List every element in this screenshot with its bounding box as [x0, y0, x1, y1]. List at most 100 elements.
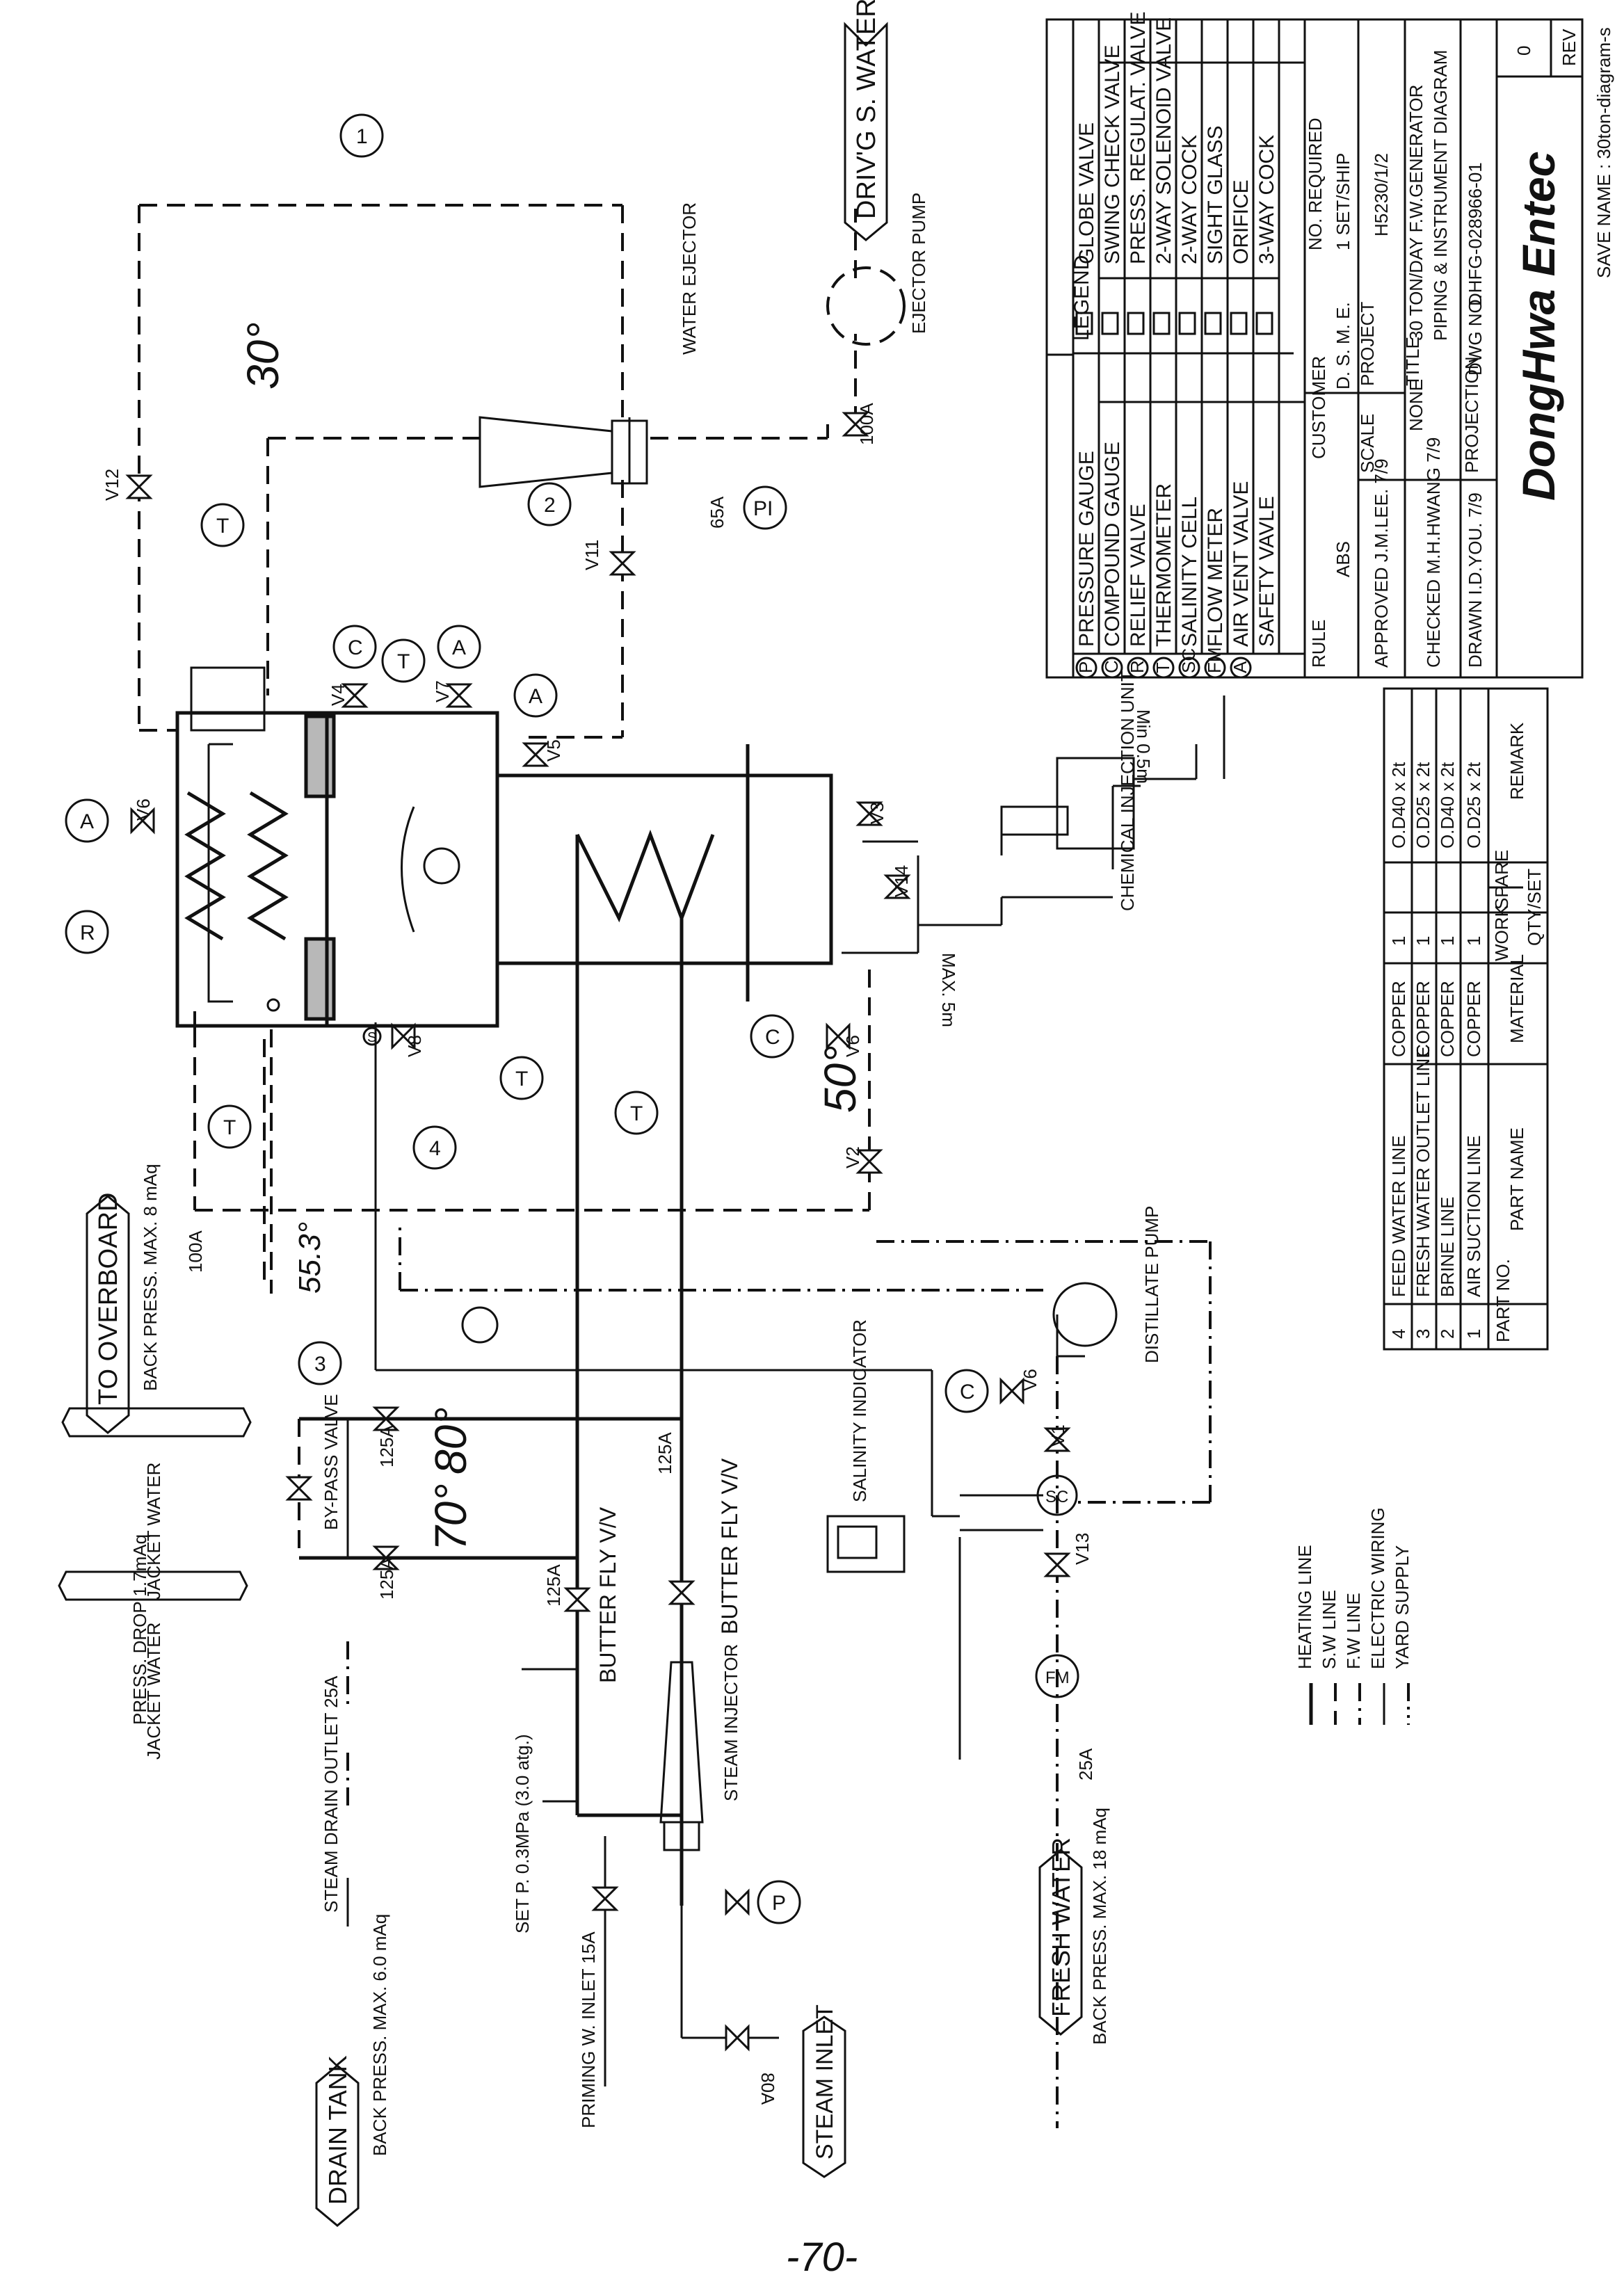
steam-injector: [659, 1661, 704, 1851]
rev-value: 0: [1513, 46, 1534, 56]
salinity-indicator-label: SALINITY INDICATOR: [849, 1319, 870, 1502]
compound-c1: [332, 625, 377, 669]
hw-50: 50°: [815, 1045, 865, 1113]
parts-row-material-2-group: COPPER: [1437, 981, 1458, 1057]
legend-left-item-4-group: SALINITY CELL: [1178, 497, 1201, 647]
steam-injector-group: STEAM INJECTOR: [721, 1644, 741, 1801]
butter2-group: BUTTER FLY V/V: [717, 1458, 742, 1634]
legend-symbol-text-0-group: P: [1075, 661, 1096, 673]
legend-symbol-text-5: FM: [1204, 647, 1225, 673]
parts-row-material-1: COPPER: [1413, 981, 1433, 1057]
legend-symbol-0: [1075, 657, 1098, 679]
parts-row-no-0-group: 4: [1388, 1329, 1409, 1339]
legend-right-item-4: 2-WAY COCK: [1178, 135, 1201, 264]
drivg-water-arrow: [844, 22, 888, 241]
to-overboard-arrow: [86, 1195, 130, 1434]
legend-symbol-5: [1204, 657, 1226, 679]
bypass-label: BY-PASS VALVE: [321, 1394, 341, 1530]
legend-valve-symbol-0: [1075, 312, 1093, 335]
fw-lines: [346, 1224, 1212, 2128]
legend-title-group: LEGEND: [1070, 255, 1093, 341]
parts-row-name-3: AIR SUCTION LINE: [1463, 1135, 1484, 1297]
priming-group: PRIMING W. INLET 15A: [578, 1931, 599, 2128]
legend-left-item-3-group: THERMOMETER: [1152, 483, 1175, 647]
scale-value-group: NONE: [1406, 379, 1426, 431]
valve-v13: [1043, 1552, 1071, 1577]
parts-row-remark-2: O.D40 x 2t: [1437, 762, 1458, 849]
checked-text: CHECKED M.H.HWANG 7/9: [1423, 437, 1444, 668]
legend-right-item-7: 3-WAY COCK: [1255, 135, 1278, 264]
customer-value-group: D. S. M. E.: [1333, 302, 1353, 389]
line-4-label: 4: [429, 1137, 441, 1160]
ejector-pump-group: EJECTOR PUMP: [908, 193, 929, 334]
line-type-legend: [1309, 1683, 1410, 1725]
to-overboard-label: TO OVERBOARD: [94, 1193, 123, 1405]
valve-v7: [445, 683, 473, 708]
rule-label: RULE: [1308, 620, 1329, 668]
valve-v14: [883, 874, 911, 899]
legend-symbol-text-4-group: SC: [1178, 648, 1199, 673]
valve-v6b: [826, 1022, 851, 1050]
sw-lines: [138, 204, 871, 1558]
valve-label-v2: V2: [842, 1146, 863, 1168]
valve-v11: [609, 551, 636, 576]
valve-v1: [1043, 1427, 1071, 1452]
parts-row-remark-0-group: O.D40 x 2t: [1388, 762, 1409, 849]
size-100a-2: 100A: [185, 1230, 206, 1273]
legend-right-item-4-group: 2-WAY COCK: [1178, 135, 1201, 264]
legend-right-item-7-group: 3-WAY COCK: [1255, 135, 1278, 264]
parts-row-remark-1-group: O.D25 x 2t: [1413, 762, 1433, 849]
legend-left-item-5: FLOW METER: [1204, 508, 1227, 647]
legend-right-item-3-group: 2-WAY SOLENOID VALVE: [1152, 17, 1175, 264]
legend-symbol-6: [1230, 657, 1252, 679]
valve-125a-1: [372, 1406, 400, 1431]
valve-label-v5: V5: [543, 739, 564, 762]
priming-valve: [591, 1886, 619, 1911]
parts-row-no-2-group: 2: [1437, 1329, 1458, 1339]
legend-left-item-7-group: SAFETY VAVLE: [1255, 496, 1278, 647]
overboard-press-label: BACK PRESS. MAX. 8 mAq: [140, 1164, 161, 1391]
drain-tank-group: DRAIN TANK: [323, 2055, 352, 2205]
valve-label-v3: V3: [867, 802, 887, 824]
a2-label: A: [529, 685, 542, 708]
valve-label-v4: V4: [328, 684, 348, 706]
line-3-label: 3: [314, 1353, 326, 1376]
valve-v2: [855, 1149, 883, 1174]
press-drop-group: PRESS. DROP 1.7mAq: [129, 1534, 150, 1725]
parts-hdr-work-group: WORK: [1491, 904, 1512, 961]
legend-title: LEGEND: [1070, 255, 1093, 341]
legend-right-item-5-group: SIGHT GLASS: [1204, 125, 1227, 264]
valve-v5: [522, 742, 549, 767]
compound-c2: [750, 1014, 794, 1059]
set-p-group: SET P. 0.3MPa (3.0 atg.): [512, 1734, 533, 1933]
legend-right-item-2-group: PRESS. REGULAT. VALVE: [1127, 12, 1150, 264]
max5m-label: MAX. 5m: [938, 953, 959, 1027]
pressure-gauge-valve: [725, 1888, 750, 1916]
legend-left-item-2-group: RELIEF VALVE: [1127, 504, 1150, 647]
customer-label-group: CUSTOMER: [1308, 356, 1329, 459]
dwg-label: DWG NO.: [1465, 294, 1486, 376]
pressure-pi: [743, 485, 787, 530]
jacket-water-label-1: JACKET WATER: [143, 1463, 164, 1600]
parts-row-no-0: 4: [1388, 1329, 1409, 1339]
parts-row-name-2-group: BRINE LINE: [1437, 1197, 1458, 1298]
ll-electric-group: ELECTRIC WIRING: [1367, 1507, 1388, 1669]
customer-value: D. S. M. E.: [1333, 302, 1353, 389]
legend-left-item-3: THERMOMETER: [1152, 483, 1175, 647]
title-line2: PIPING & INSTRUMENT DIAGRAM: [1430, 50, 1451, 341]
line-legend-sw: S.W LINE: [1319, 1590, 1340, 1669]
drain-press-label: BACK PRESS. MAX. 6.0 mAq: [369, 1914, 390, 2156]
size-125a-4: 125A: [654, 1432, 675, 1474]
max5m-group: MAX. 5m: [938, 953, 959, 1027]
project-value-group: H5230/1/2: [1371, 153, 1392, 236]
valve-label-v6c: V6: [1020, 1369, 1040, 1391]
parts-row-qty-1: 1: [1413, 936, 1433, 946]
ll-sw-group: S.W LINE: [1319, 1590, 1340, 1669]
jacket-1-group: JACKET WATER: [143, 1463, 164, 1600]
hw-30: 30°: [238, 322, 288, 389]
overboard-group: TO OVERBOARD: [94, 1193, 123, 1405]
line-legend-fw: F.W LINE: [1343, 1593, 1364, 1669]
steam-drain-group: STEAM DRAIN OUTLET 25A: [321, 1675, 341, 1913]
legend-left-item-1-group: COMPOUND GAUGE: [1101, 442, 1124, 647]
valve-label-v6a: V6: [133, 798, 154, 821]
